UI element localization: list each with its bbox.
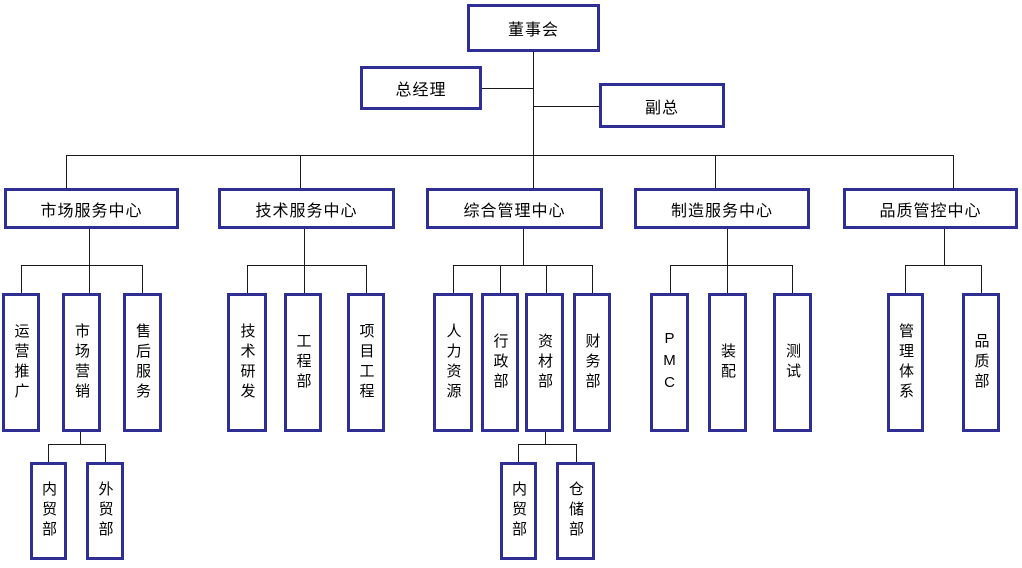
connector-centers-bus [66,155,953,156]
node-subdept-foreign-trade-label: 外贸部 [96,481,114,541]
connector-drop-mgmt-system [905,265,906,293]
node-dept-project-engineering: 项目工程 [347,293,385,432]
connector-mfg-bus [670,265,792,266]
connector-drop-mfg-center [715,155,716,188]
node-general-manager: 总经理 [360,66,482,110]
connector-materials-bus [518,444,576,445]
node-dept-project-engineering-label: 项目工程 [357,322,375,403]
node-dept-human-resources-label: 人力资源 [444,322,462,403]
node-dept-marketing: 市场营销 [62,293,101,432]
node-dept-testing-label: 测试 [784,342,801,383]
node-dept-finance-label: 财务部 [583,332,601,393]
connector-marketing-bus [48,444,105,445]
connector-drop-tech-center [300,155,301,188]
node-dept-marketing-label: 市场营销 [73,322,90,403]
node-center-general-management-label: 综合管理中心 [463,202,566,220]
node-dept-materials-label: 资材部 [536,332,553,393]
connector-drop-domestic-trade-1 [48,444,49,462]
connector-drop-quality-center [953,155,954,188]
node-dept-human-resources: 人力资源 [433,293,473,432]
connector-drop-hr [453,265,454,293]
node-dept-management-system-label: 管理体系 [897,322,914,403]
node-subdept-domestic-trade-1-label: 内贸部 [40,481,57,541]
connector-board-trunk [533,52,534,188]
node-dept-administration: 行政部 [481,293,519,432]
node-dept-assembly: 装配 [708,293,747,432]
connector-quality-trunk [944,229,945,265]
connector-drop-market-center [66,155,67,188]
node-dept-assembly-label: 装配 [719,342,736,383]
connector-drop-finance [592,265,593,293]
node-center-quality-control-label: 品质管控中心 [879,202,982,220]
connector-quality-bus [905,265,981,266]
node-center-market-service-label: 市场服务中心 [40,202,143,220]
connector-drop-testing [792,265,793,293]
node-dept-pmc: PMC [650,293,689,432]
node-dept-quality: 品质部 [962,293,1000,432]
node-dept-finance: 财务部 [573,293,611,432]
connector-tech-trunk [304,229,305,293]
node-subdept-foreign-trade: 外贸部 [86,462,124,560]
connector-drop-administration [500,265,501,293]
node-dept-tech-rd: 技术研发 [227,293,267,432]
node-dept-administration-label: 行政部 [491,332,509,393]
connector-market-trunk [89,229,90,293]
connector-mfg-trunk [727,229,728,293]
connector-admin-trunk [523,229,524,265]
node-general-manager-label: 总经理 [395,82,447,99]
node-dept-management-system: 管理体系 [887,293,924,432]
node-center-general-management: 综合管理中心 [426,188,603,229]
node-dept-quality-label: 品质部 [972,332,990,393]
node-center-manufacturing-service: 制造服务中心 [634,188,810,229]
connector-drop-quality-dept [981,265,982,293]
node-dept-operations-promotion-label: 运营推广 [12,322,30,403]
connector-tech-bus [247,265,366,266]
node-deputy-general-manager: 副总 [599,83,725,128]
node-dept-testing: 测试 [773,293,812,432]
node-subdept-domestic-trade-1: 内贸部 [30,462,67,560]
connector-drop-aftersales [142,265,143,293]
connector-general-manager-link [482,88,533,89]
node-subdept-domestic-trade-2-label: 内贸部 [510,481,527,541]
node-dept-engineering-label: 工程部 [294,332,312,393]
node-board: 董事会 [467,4,600,52]
node-dept-tech-rd-label: 技术研发 [238,322,256,403]
node-center-market-service: 市场服务中心 [4,188,179,229]
node-dept-pmc-label: PMC [661,329,678,396]
connector-drop-pmc [670,265,671,293]
connector-marketing-trunk [80,432,81,444]
node-dept-engineering: 工程部 [284,293,322,432]
connector-drop-domestic-trade-2 [518,444,519,462]
node-dept-after-sales-service: 售后服务 [123,293,162,432]
node-dept-operations-promotion: 运营推广 [2,293,40,432]
node-dept-after-sales-service-label: 售后服务 [134,322,151,403]
node-subdept-warehouse-label: 仓储部 [567,481,584,541]
node-center-technical-service-label: 技术服务中心 [255,202,358,220]
node-deputy-general-manager-label: 副总 [644,99,679,117]
connector-drop-warehouse [576,444,577,462]
connector-drop-project-eng [366,265,367,293]
node-dept-materials: 资材部 [525,293,564,432]
connector-drop-materials [546,265,547,293]
connector-materials-trunk [545,432,546,444]
connector-deputy-gm-link [533,106,599,107]
node-center-quality-control: 品质管控中心 [843,188,1018,229]
node-board-label: 董事会 [507,22,559,39]
connector-market-bus [21,265,142,266]
connector-drop-tech-rd [247,265,248,293]
node-center-technical-service: 技术服务中心 [218,188,395,229]
node-subdept-domestic-trade-2: 内贸部 [500,462,537,560]
node-center-manufacturing-service-label: 制造服务中心 [670,202,773,220]
connector-admin-bus [453,265,592,266]
connector-drop-operations [21,265,22,293]
connector-drop-foreign-trade [105,444,106,462]
node-subdept-warehouse: 仓储部 [556,462,595,560]
